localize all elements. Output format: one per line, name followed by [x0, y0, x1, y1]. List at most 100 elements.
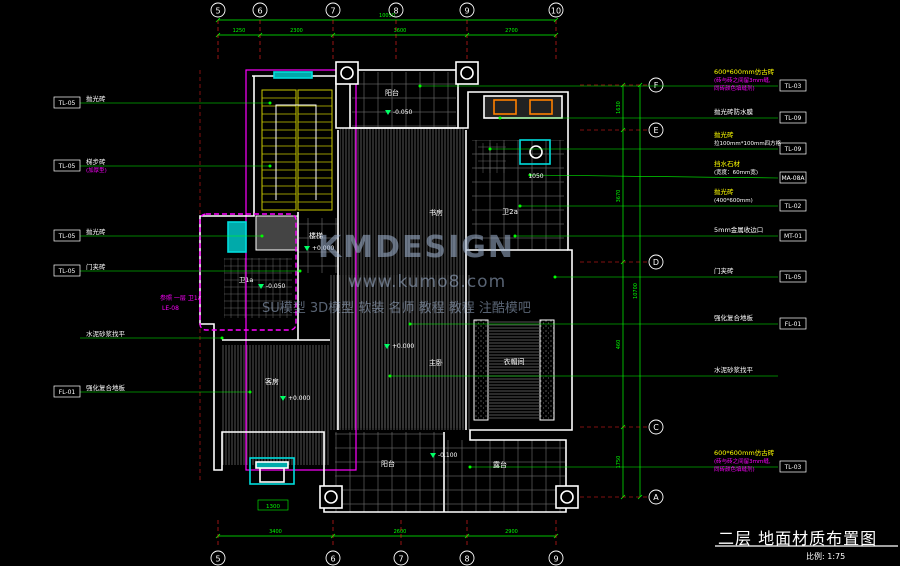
room-bath: 卫2a	[502, 208, 518, 216]
master-floor-hatch	[330, 275, 470, 430]
right-tag-box	[779, 229, 807, 242]
axis-bubble-top	[252, 2, 268, 18]
elev-stair-value: +0.000	[312, 245, 334, 252]
leader-dot-right	[513, 234, 517, 238]
leader-dot-right	[488, 147, 492, 151]
dim-right-label: 1750	[616, 456, 622, 469]
dim-right-label: 460	[616, 340, 622, 350]
leader-dot-left	[298, 269, 302, 273]
axis-bubble-right	[648, 419, 664, 435]
axis-bubble-label-top: 6	[257, 7, 262, 16]
dim-bottom-label: 2900	[505, 529, 518, 535]
leader-lines	[80, 84, 779, 469]
elev-bath-small-value: -0.050	[266, 283, 286, 290]
outer-boundary-magenta	[245, 69, 357, 471]
right-tag-note1: (宽度：60mm宽)	[714, 168, 758, 176]
axis-bubble-bottom	[325, 550, 341, 566]
bath-fixture-a	[519, 139, 551, 165]
left-tag-code: TL-05	[58, 268, 76, 275]
right-tag-note2: 同砖颜色填缝剂)	[714, 84, 755, 92]
left-tag-box	[53, 385, 81, 398]
leader-dot-right	[468, 465, 472, 469]
room-master: 主卧	[429, 358, 443, 367]
room-labels: 阳台-0.050书房楼梯+0.000卫2a1050卫1a-0.050主卧+0.0…	[239, 88, 544, 511]
small-bath-fixture	[227, 221, 247, 253]
right-tag-code: TL-09	[784, 115, 802, 122]
axis-bubble-label-bottom: 6	[330, 555, 335, 564]
room-terrace: 露台	[493, 460, 507, 469]
room-balcony-north: 阳台	[385, 88, 399, 97]
axis-bubble-right	[648, 254, 664, 270]
elev-bedroom-marker	[280, 396, 286, 401]
elev-north-balcony-marker	[385, 110, 391, 115]
axis-bubble-label-bottom: 5	[215, 555, 220, 564]
bath-dimension-label: 1050	[528, 173, 543, 180]
right-tag-desc: 5mm金属收边口	[714, 225, 763, 234]
stair-flight-right	[297, 89, 333, 211]
room-stairwell: 楼梯	[309, 231, 323, 240]
magenta-zone	[199, 213, 297, 331]
elev-south-balcony-marker	[430, 453, 436, 458]
axis-bubble-label-top: 7	[330, 7, 335, 16]
leader-dot-left	[260, 234, 264, 238]
axis-bubble-label-bottom: 7	[398, 555, 403, 564]
left-tag-note: (加厚型)	[86, 166, 107, 174]
dim-top-label: 2300	[290, 28, 303, 34]
floor-fills	[222, 72, 565, 512]
column-ne-ring	[460, 66, 474, 80]
leader-dot-right	[418, 84, 422, 88]
axis-bubble-label-right: F	[654, 81, 659, 90]
right-tag-note1: 拉100mm*100mm四方格	[714, 139, 782, 147]
axis-bubble-top	[548, 2, 564, 18]
right-tag-desc: 水泥砂浆找平	[714, 365, 754, 374]
right-tag-note1: (400*600mm)	[714, 198, 753, 204]
right-tag-box	[779, 111, 807, 124]
column-sw-ring	[324, 490, 338, 504]
right-tag-code: TL-02	[784, 203, 802, 210]
south-bay	[249, 457, 295, 485]
outer-wall	[199, 75, 573, 513]
leader-dot-right	[498, 116, 502, 120]
axis-bubble-label-bottom: 8	[464, 555, 469, 564]
stair-treads	[262, 97, 332, 203]
bath-basin	[529, 145, 543, 159]
walls	[199, 61, 579, 513]
leader-dot-left	[248, 390, 252, 394]
room-balcony-south: 阳台	[381, 459, 395, 468]
left-note-line1: 参照 一层 卫1a	[160, 294, 202, 302]
right-tag-code: TL-05	[784, 274, 802, 281]
window-north	[273, 71, 313, 79]
elev-master-marker	[384, 344, 390, 349]
leader-right	[529, 174, 779, 179]
material-tags: TL-05抛光砖TL-05梯步砖(加厚型)TL-05抛光砖TL-05门夹砖水泥砂…	[53, 67, 807, 473]
column-nw	[335, 61, 359, 85]
left-tag-code: TL-05	[58, 163, 76, 170]
left-tag-code: FL-01	[59, 389, 76, 396]
room-closet: 衣帽间	[504, 357, 525, 366]
right-tag-code: TL-03	[784, 464, 802, 471]
right-tag-code: TL-03	[784, 83, 802, 90]
room-bath-small: 卫1a	[239, 276, 254, 284]
leader-dot-left	[268, 101, 272, 105]
axis-bubble-top	[388, 2, 404, 18]
dim-right-label: 1630	[616, 101, 622, 114]
right-tag-note1: (砖与砖之间留3mm缝,	[714, 76, 771, 84]
right-tag-box	[779, 171, 807, 184]
right-tag-box	[779, 199, 807, 212]
right-tag-desc: 600*600mm仿古砖	[714, 448, 775, 457]
staircase	[255, 89, 333, 251]
left-tag-desc: 门夹砖	[86, 262, 106, 271]
axis-bubble-label-top: 9	[464, 7, 469, 16]
right-tag-desc: 抛光砖防水膜	[714, 107, 754, 116]
south-balcony-tiles	[335, 432, 443, 512]
left-tag-box	[53, 264, 81, 277]
right-tag-code: FL-01	[785, 321, 802, 328]
leader-dot-right	[408, 322, 412, 326]
axis-bubble-label-right: E	[653, 126, 658, 135]
right-tag-desc: 强化复合地板	[714, 313, 754, 322]
bath-shower-tiles	[478, 143, 506, 173]
dim-top-label: 2700	[505, 28, 518, 34]
axis-bubble-label-bottom: 9	[553, 555, 558, 564]
